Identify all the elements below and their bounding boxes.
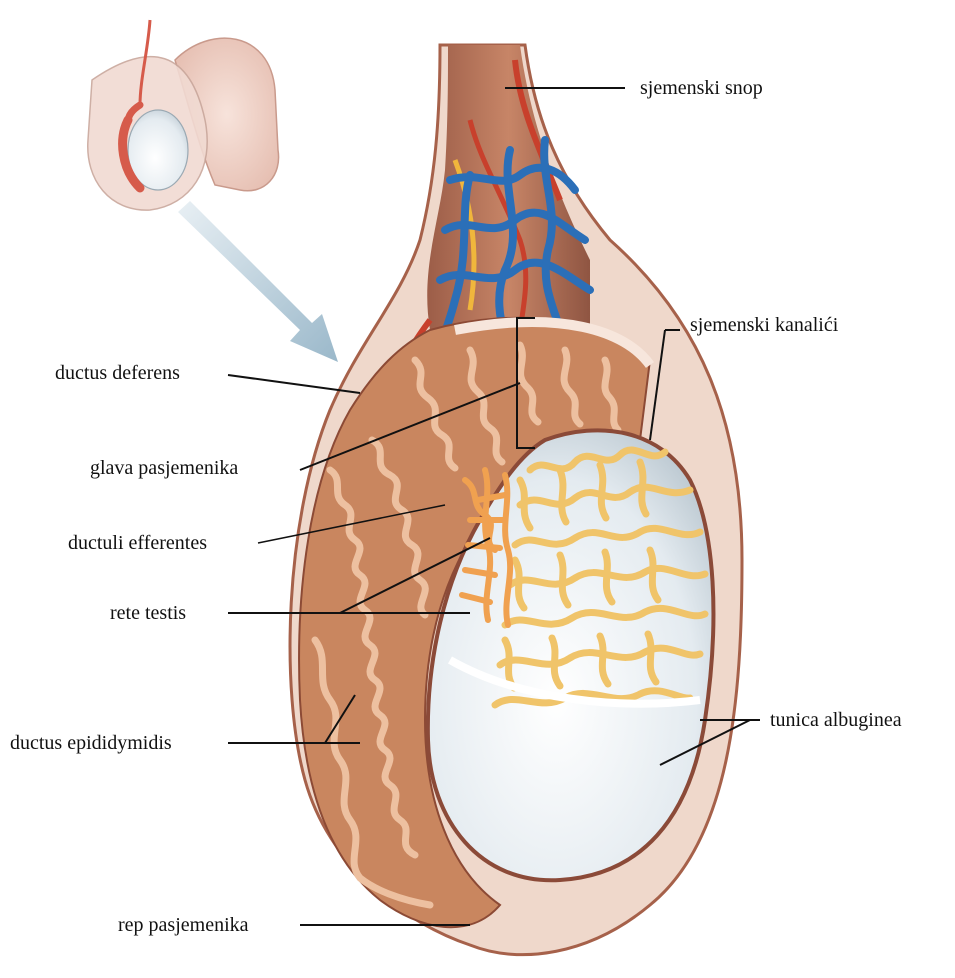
label-epididymis-tail: rep pasjemenika bbox=[118, 913, 249, 937]
label-seminiferous-tubules: sjemenski kanalići bbox=[690, 313, 838, 337]
pointer-arrow bbox=[178, 201, 338, 362]
label-epididymis-head: glava pasjemenika bbox=[90, 456, 238, 480]
label-spermatic-cord: sjemenski snop bbox=[640, 76, 763, 100]
label-ductus-deferens: ductus deferens bbox=[55, 361, 180, 385]
label-rete-testis: rete testis bbox=[110, 601, 186, 625]
overview-inset bbox=[88, 20, 279, 210]
label-tunica-albuginea: tunica albuginea bbox=[770, 708, 902, 732]
label-ductus-epididymidis: ductus epididymidis bbox=[10, 731, 172, 755]
label-efferent-ductules: ductuli efferentes bbox=[68, 531, 207, 555]
